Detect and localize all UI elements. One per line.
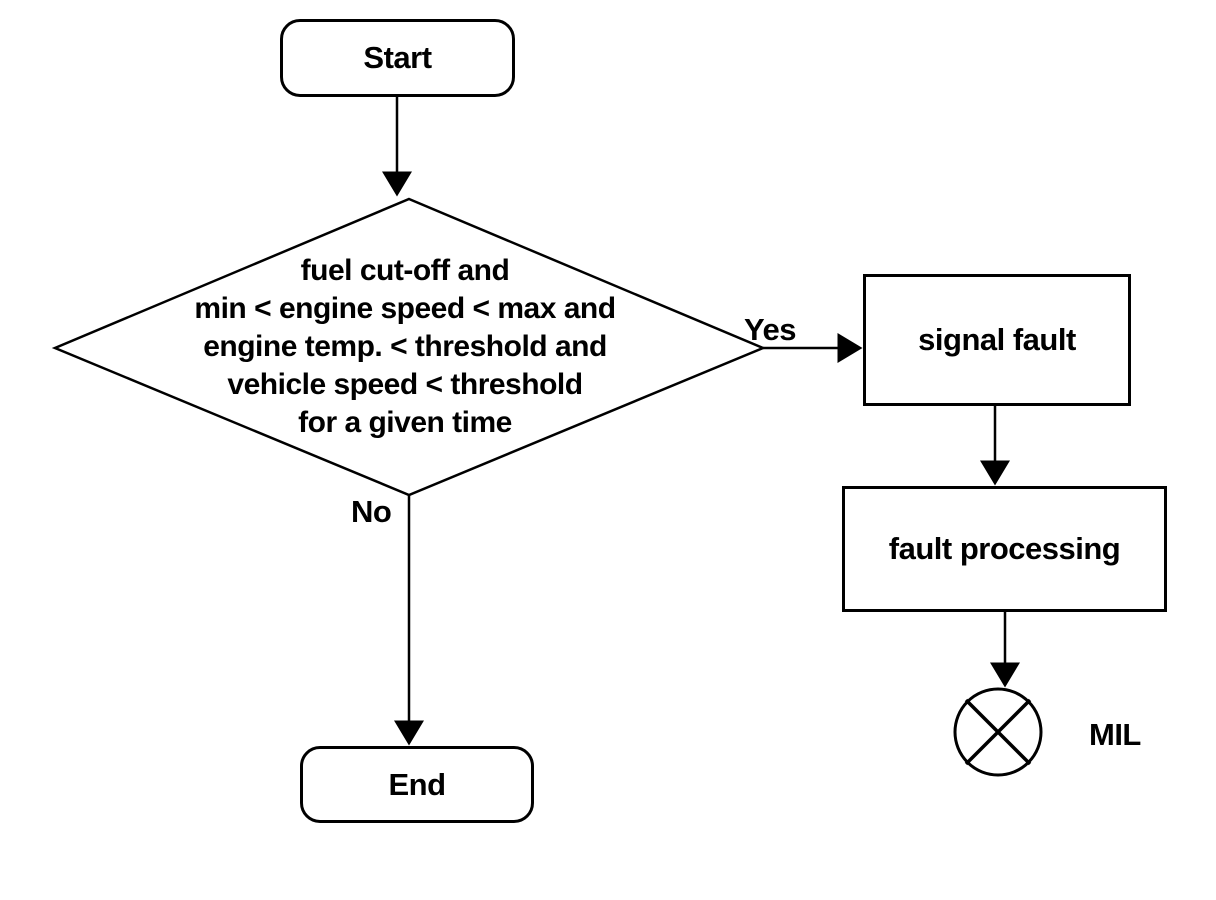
decision-line: vehicle speed < threshold xyxy=(227,368,583,401)
decision-node-text: fuel cut-off and min < engine speed < ma… xyxy=(125,252,685,442)
signal-fault-node-label: signal fault xyxy=(918,322,1076,357)
decision-line: min < engine speed < max and xyxy=(194,292,616,325)
start-node-label: Start xyxy=(363,40,432,75)
start-node: Start xyxy=(280,19,515,97)
yes-edge-label: Yes xyxy=(744,312,796,347)
end-node-label: End xyxy=(388,766,446,802)
signal-fault-node: signal fault xyxy=(863,274,1131,406)
end-node: End xyxy=(300,746,534,823)
no-edge-label: No xyxy=(351,494,392,529)
fault-processing-node: fault processing xyxy=(842,486,1167,612)
decision-line: engine temp. < threshold and xyxy=(203,330,607,363)
mil-lamp-icon xyxy=(953,687,1043,777)
decision-line: for a given time xyxy=(298,406,512,439)
fault-processing-node-label: fault processing xyxy=(888,531,1121,566)
mil-lamp-label: MIL xyxy=(1089,717,1141,752)
decision-line: fuel cut-off and xyxy=(300,254,510,287)
